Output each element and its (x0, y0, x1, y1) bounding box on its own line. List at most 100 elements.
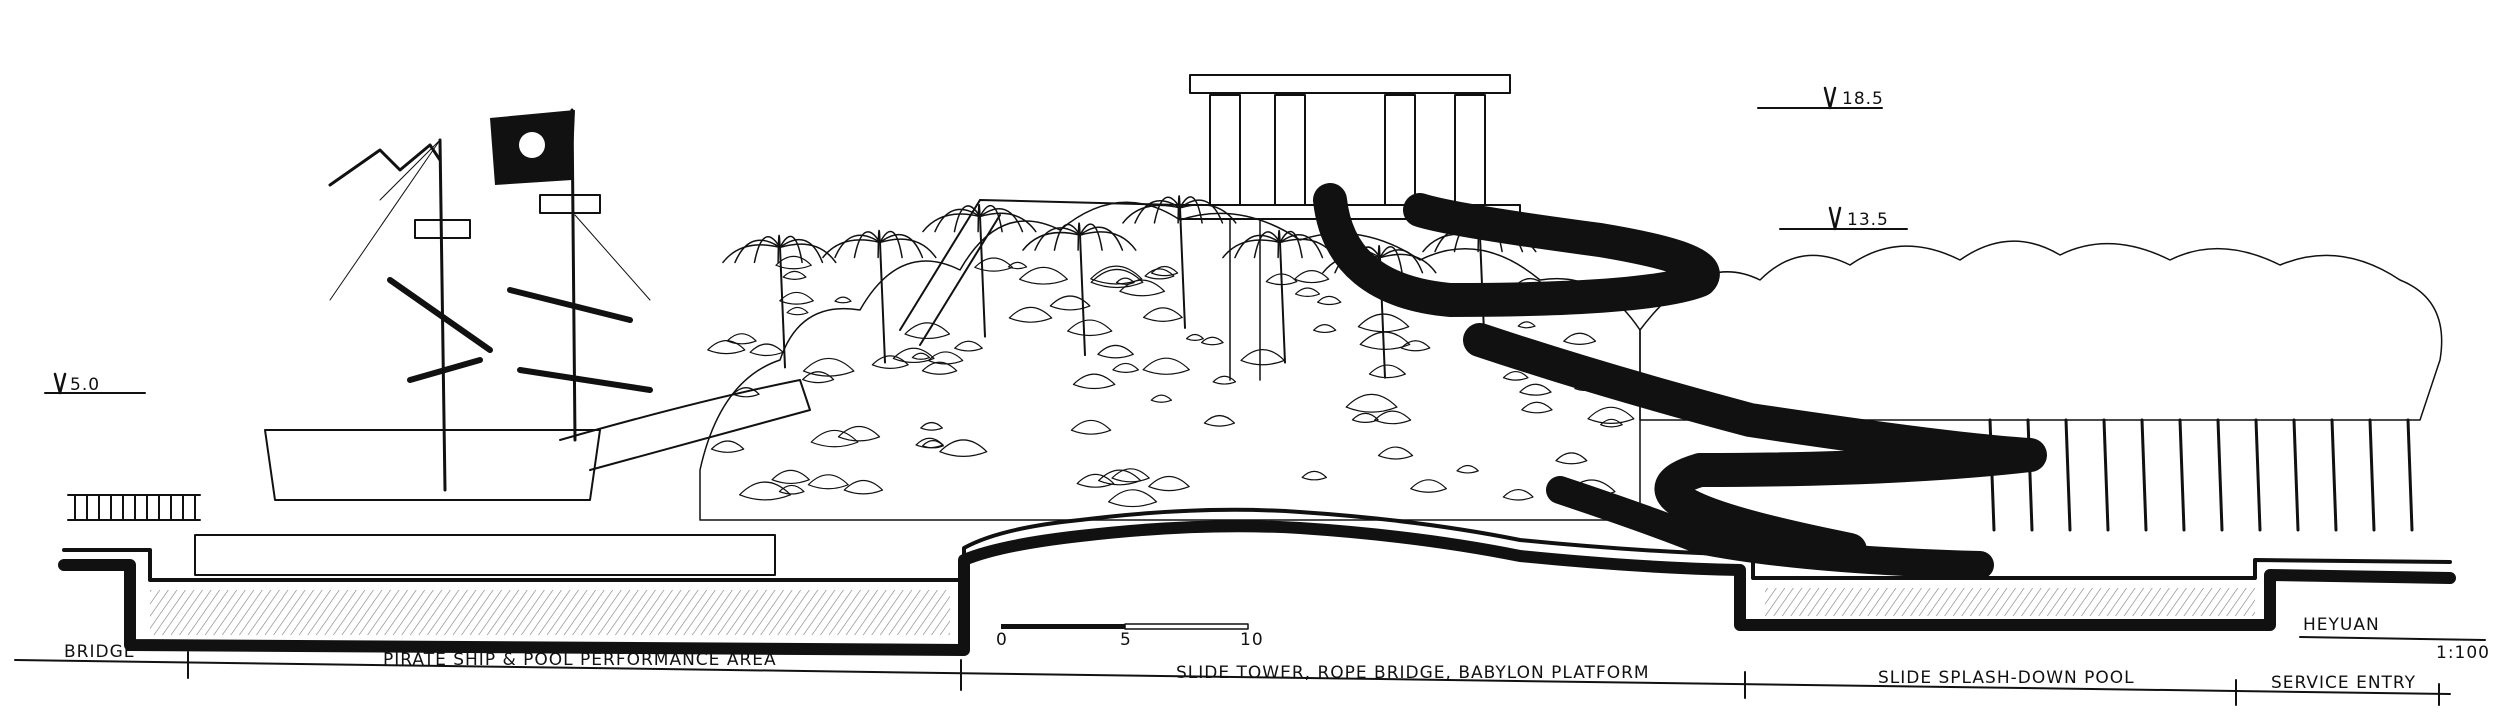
palm-frond (779, 238, 824, 264)
palm-frond (1222, 239, 1281, 259)
leaf-cluster (1150, 265, 1179, 277)
leaf-cluster (732, 387, 760, 398)
tree-trunk (2140, 418, 2148, 532)
leaf-cluster (1008, 306, 1053, 323)
tree-trunk (2026, 418, 2034, 532)
palm-frond (853, 231, 881, 259)
leaf-cluster (1097, 344, 1134, 359)
palm-trunk (779, 246, 786, 369)
leaf-cluster (1563, 332, 1597, 346)
leaf-cluster (954, 340, 983, 352)
leaf-cluster (1517, 321, 1536, 329)
leaf-cluster (778, 484, 805, 495)
leaf-cluster (1502, 488, 1534, 501)
leaf-cluster (904, 322, 951, 340)
leaf-cluster (802, 371, 835, 384)
palm-frond (1034, 227, 1081, 251)
tree-canopy (1639, 240, 2443, 532)
leaf-cluster (915, 437, 944, 449)
zone-label-service-entry: SERVICE ENTRY (2271, 673, 2416, 693)
leaf-cluster (1144, 268, 1175, 280)
palm-frond (1253, 231, 1281, 259)
tree-trunk (2406, 418, 2414, 532)
leaf-cluster (1049, 295, 1091, 311)
palm-frond (1079, 223, 1103, 251)
signature: HEYUAN (2303, 615, 2380, 635)
tree-trunk (2330, 418, 2338, 532)
leaf-cluster (920, 421, 944, 431)
palm-frond (922, 213, 981, 233)
palm-frond (1053, 223, 1081, 251)
leaf-cluster (1150, 394, 1173, 403)
leaf-cluster (922, 439, 945, 449)
leaf-cluster (749, 343, 784, 357)
palm-frond (1379, 245, 1403, 274)
drawing-scale: 1:100 (2436, 643, 2490, 663)
palm-frond (1079, 226, 1124, 251)
leaf-cluster (1400, 340, 1431, 352)
palm-trunk (879, 241, 886, 364)
tree-trunk (2368, 418, 2376, 532)
leaf-cluster (939, 439, 988, 457)
svg-text:10: 10 (1240, 630, 1264, 650)
palm-frond (822, 239, 881, 259)
tree-trunk (2216, 418, 2224, 532)
zone-label-bridge: BRIDGE (64, 642, 136, 662)
palm-frond (779, 235, 803, 264)
tree-trunk (2254, 418, 2262, 532)
leaf-cluster (1600, 418, 1623, 428)
leaf-cluster (1148, 475, 1190, 492)
leaf-cluster (786, 306, 809, 316)
leaf-cluster (1587, 406, 1635, 424)
zone-label-slide-tower: SLIDE TOWER, ROPE BRIDGE, BABYLON PLATFO… (1176, 663, 1650, 683)
leaf-cluster (1072, 373, 1116, 390)
leaf-cluster (710, 440, 745, 453)
bridge (67, 494, 201, 521)
palm-frond (979, 208, 1024, 233)
leaf-cluster (771, 469, 810, 485)
leaf-cluster (1067, 319, 1113, 337)
svg-text:5: 5 (1120, 630, 1132, 650)
palm-trunk (1279, 241, 1286, 364)
palm-trunk (979, 215, 986, 338)
leaf-cluster (871, 355, 909, 369)
elevation-marker-13-5: 13.5 (1779, 206, 1908, 231)
palm-frond (834, 234, 881, 259)
leaf-cluster (1345, 393, 1398, 413)
leaf-cluster (1555, 452, 1588, 465)
palm-frond (1279, 234, 1324, 259)
svg-text:0: 0 (996, 630, 1008, 650)
leaf-cluster (810, 429, 859, 448)
palm-frond (753, 236, 781, 264)
palm-frond (1277, 229, 1281, 259)
leaf-cluster (837, 425, 881, 442)
zone-baseline (14, 651, 2451, 706)
palm-frond (1379, 249, 1424, 274)
leaf-cluster (911, 352, 931, 360)
leaf-cluster (1410, 479, 1447, 493)
performance-stage (194, 534, 776, 576)
leaf-cluster (775, 255, 812, 270)
leaf-cluster (921, 361, 958, 375)
leaf-cluster (1502, 370, 1529, 381)
palm-frond (1234, 234, 1281, 259)
leaf-cluster (1007, 261, 1028, 270)
leaf-cluster (782, 270, 807, 280)
leaf-cluster (1519, 383, 1552, 396)
leaf-cluster (1294, 287, 1321, 298)
leaf-cluster (1212, 375, 1237, 385)
palm-trunk (1079, 234, 1086, 357)
leaf-cluster (1359, 331, 1411, 350)
leaf-cluster (1090, 265, 1143, 285)
elevation-marker-5-0: 5.0 (44, 372, 146, 395)
palm-frond (979, 212, 1037, 233)
palm-frond (1177, 195, 1181, 224)
palm-frond (879, 230, 903, 259)
leaf-cluster (807, 474, 849, 490)
leaf-cluster (1240, 349, 1285, 366)
leaf-cluster (1368, 364, 1406, 379)
leaf-cluster (1357, 313, 1410, 333)
leaf-cluster (1317, 295, 1342, 306)
zone-label-pirate-ship: PIRATE SHIP & POOL PERFORMANCE AREA (383, 650, 777, 670)
leaf-cluster (1108, 489, 1158, 508)
